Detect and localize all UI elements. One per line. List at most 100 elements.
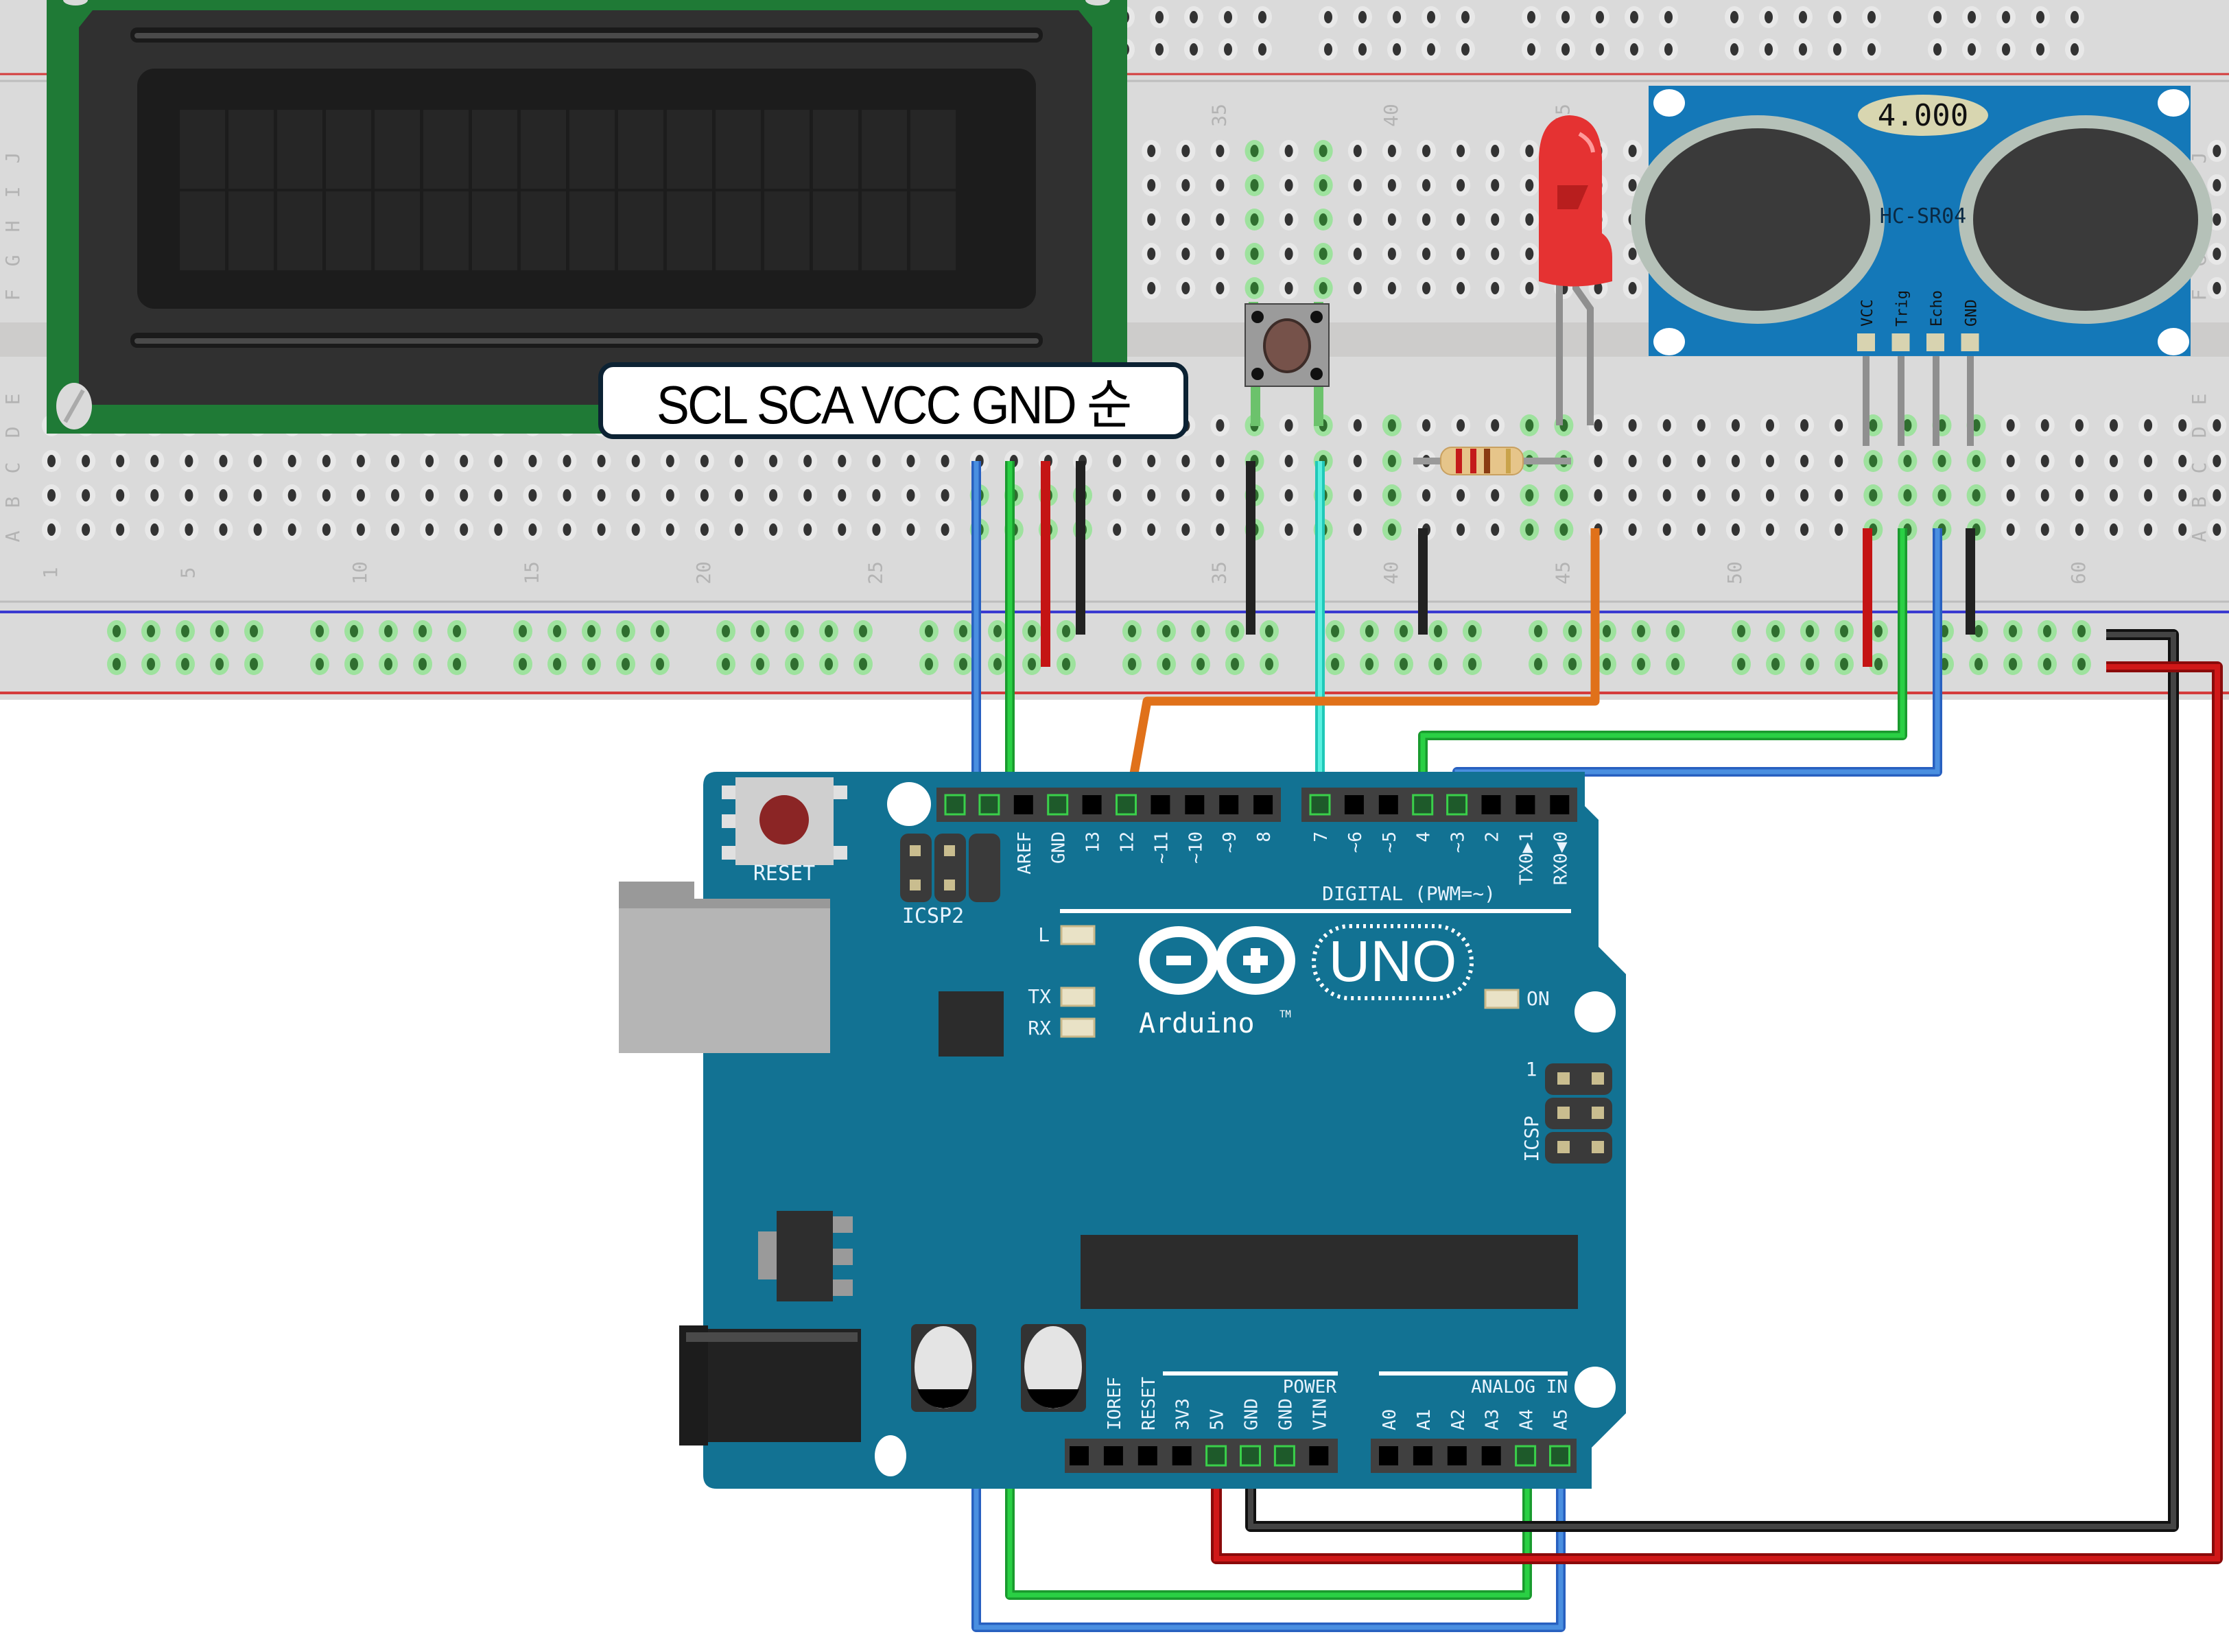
header-pin[interactable]	[1082, 795, 1102, 814]
rail-hole[interactable]	[925, 625, 933, 637]
rail-hole[interactable]	[1671, 625, 1679, 637]
breadboard-hole[interactable]	[631, 523, 640, 536]
breadboard-hole[interactable]	[1353, 489, 1362, 502]
rail-hole[interactable]	[1365, 658, 1373, 670]
breadboard-hole[interactable]	[1903, 419, 1912, 432]
breadboard-hole[interactable]	[1972, 489, 1981, 502]
rail-hole[interactable]	[1434, 658, 1442, 670]
breadboard-hole[interactable]	[287, 455, 296, 467]
rail-hole[interactable]	[418, 658, 427, 670]
breadboard-hole[interactable]	[1147, 248, 1156, 260]
rail-hole[interactable]	[859, 658, 867, 670]
breadboard-hole[interactable]	[1800, 489, 1809, 502]
breadboard-hole[interactable]	[563, 489, 571, 502]
header-pin[interactable]	[1549, 1445, 1570, 1467]
header-pin[interactable]	[1116, 794, 1137, 816]
breadboard-hole[interactable]	[1594, 489, 1603, 502]
breadboard-hole[interactable]	[1456, 523, 1465, 536]
breadboard-hole[interactable]	[631, 455, 640, 467]
breadboard-hole[interactable]	[1559, 523, 1568, 536]
breadboard-hole[interactable]	[2075, 419, 2084, 432]
breadboard-hole[interactable]	[1628, 419, 1637, 432]
rail-hole[interactable]	[453, 658, 461, 670]
wire-orange-led-d12[interactable]	[1124, 528, 1600, 805]
breadboard-hole[interactable]	[803, 523, 812, 536]
rail-hole[interactable]	[316, 625, 324, 637]
breadboard-hole[interactable]	[941, 523, 950, 536]
rail-hole[interactable]	[2036, 11, 2044, 23]
rail-hole[interactable]	[1265, 658, 1273, 670]
breadboard-hole[interactable]	[1903, 455, 1912, 467]
breadboard-hole[interactable]	[1766, 455, 1774, 467]
breadboard-hole[interactable]	[1628, 179, 1637, 191]
breadboard-hole[interactable]	[665, 489, 674, 502]
rail-hole[interactable]	[519, 658, 527, 670]
breadboard-hole[interactable]	[150, 523, 159, 536]
rail-hole[interactable]	[1358, 11, 1367, 23]
header-pin[interactable]	[1412, 794, 1434, 816]
rail-hole[interactable]	[1840, 658, 1848, 670]
breadboard-hole[interactable]	[1456, 282, 1465, 294]
rail-hole[interactable]	[1527, 43, 1535, 56]
breadboard-hole[interactable]	[1422, 179, 1430, 191]
rail-hole[interactable]	[1365, 625, 1373, 637]
breadboard-hole[interactable]	[1422, 282, 1430, 294]
rail-hole[interactable]	[1671, 658, 1679, 670]
breadboard-hole[interactable]	[1456, 213, 1465, 226]
rail-hole[interactable]	[656, 625, 664, 637]
breadboard-hole[interactable]	[1250, 282, 1259, 294]
breadboard-hole[interactable]	[1835, 455, 1843, 467]
breadboard-hole[interactable]	[1284, 179, 1293, 191]
breadboard-hole[interactable]	[494, 455, 503, 467]
rail-hole[interactable]	[1468, 658, 1476, 670]
rail-hole[interactable]	[1737, 625, 1745, 637]
breadboard-hole[interactable]	[1491, 489, 1500, 502]
header-pin[interactable]	[1253, 795, 1273, 814]
breadboard-hole[interactable]	[185, 489, 193, 502]
breadboard-hole[interactable]	[2178, 419, 2187, 432]
breadboard-hole[interactable]	[150, 489, 159, 502]
breadboard-hole[interactable]	[1319, 179, 1328, 191]
rail-hole[interactable]	[181, 658, 189, 670]
rail-hole[interactable]	[993, 658, 1002, 670]
header-pin[interactable]	[1205, 1445, 1227, 1467]
rail-hole[interactable]	[1874, 625, 1883, 637]
breadboard-hole[interactable]	[1628, 523, 1637, 536]
breadboard-hole[interactable]	[1731, 419, 1740, 432]
breadboard-hole[interactable]	[1491, 282, 1500, 294]
rail-hole[interactable]	[1933, 11, 1942, 23]
rail-hole[interactable]	[384, 658, 392, 670]
breadboard-hole[interactable]	[1869, 489, 1878, 502]
breadboard-hole[interactable]	[1422, 213, 1430, 226]
breadboard-hole[interactable]	[1937, 455, 1946, 467]
breadboard-hole[interactable]	[1800, 523, 1809, 536]
rail-hole[interactable]	[722, 658, 730, 670]
breadboard-hole[interactable]	[838, 489, 847, 502]
rail-hole[interactable]	[1400, 625, 1408, 637]
rail-hole[interactable]	[2009, 625, 2017, 637]
breadboard-hole[interactable]	[528, 489, 537, 502]
header-pin[interactable]	[1070, 1446, 1089, 1465]
rail-hole[interactable]	[1664, 43, 1673, 56]
breadboard-hole[interactable]	[1181, 179, 1190, 191]
rail-hole[interactable]	[825, 625, 833, 637]
breadboard-hole[interactable]	[2213, 248, 2221, 260]
rail-hole[interactable]	[1799, 43, 1807, 56]
header-pin[interactable]	[1550, 795, 1570, 814]
breadboard-hole[interactable]	[1216, 179, 1225, 191]
breadboard-hole[interactable]	[1559, 489, 1568, 502]
breadboard-hole[interactable]	[1456, 179, 1465, 191]
breadboard-hole[interactable]	[1422, 419, 1430, 432]
breadboard-hole[interactable]	[1800, 419, 1809, 432]
breadboard-hole[interactable]	[1869, 455, 1878, 467]
rail-hole[interactable]	[1028, 625, 1036, 637]
rail-hole[interactable]	[2043, 625, 2051, 637]
breadboard-hole[interactable]	[391, 489, 399, 502]
rail-hole[interactable]	[113, 625, 121, 637]
rail-hole[interactable]	[1231, 658, 1239, 670]
rail-hole[interactable]	[1596, 43, 1604, 56]
breadboard-hole[interactable]	[1113, 455, 1122, 467]
breadboard-hole[interactable]	[47, 455, 56, 467]
breadboard-hole[interactable]	[82, 489, 91, 502]
breadboard-hole[interactable]	[2040, 489, 2049, 502]
